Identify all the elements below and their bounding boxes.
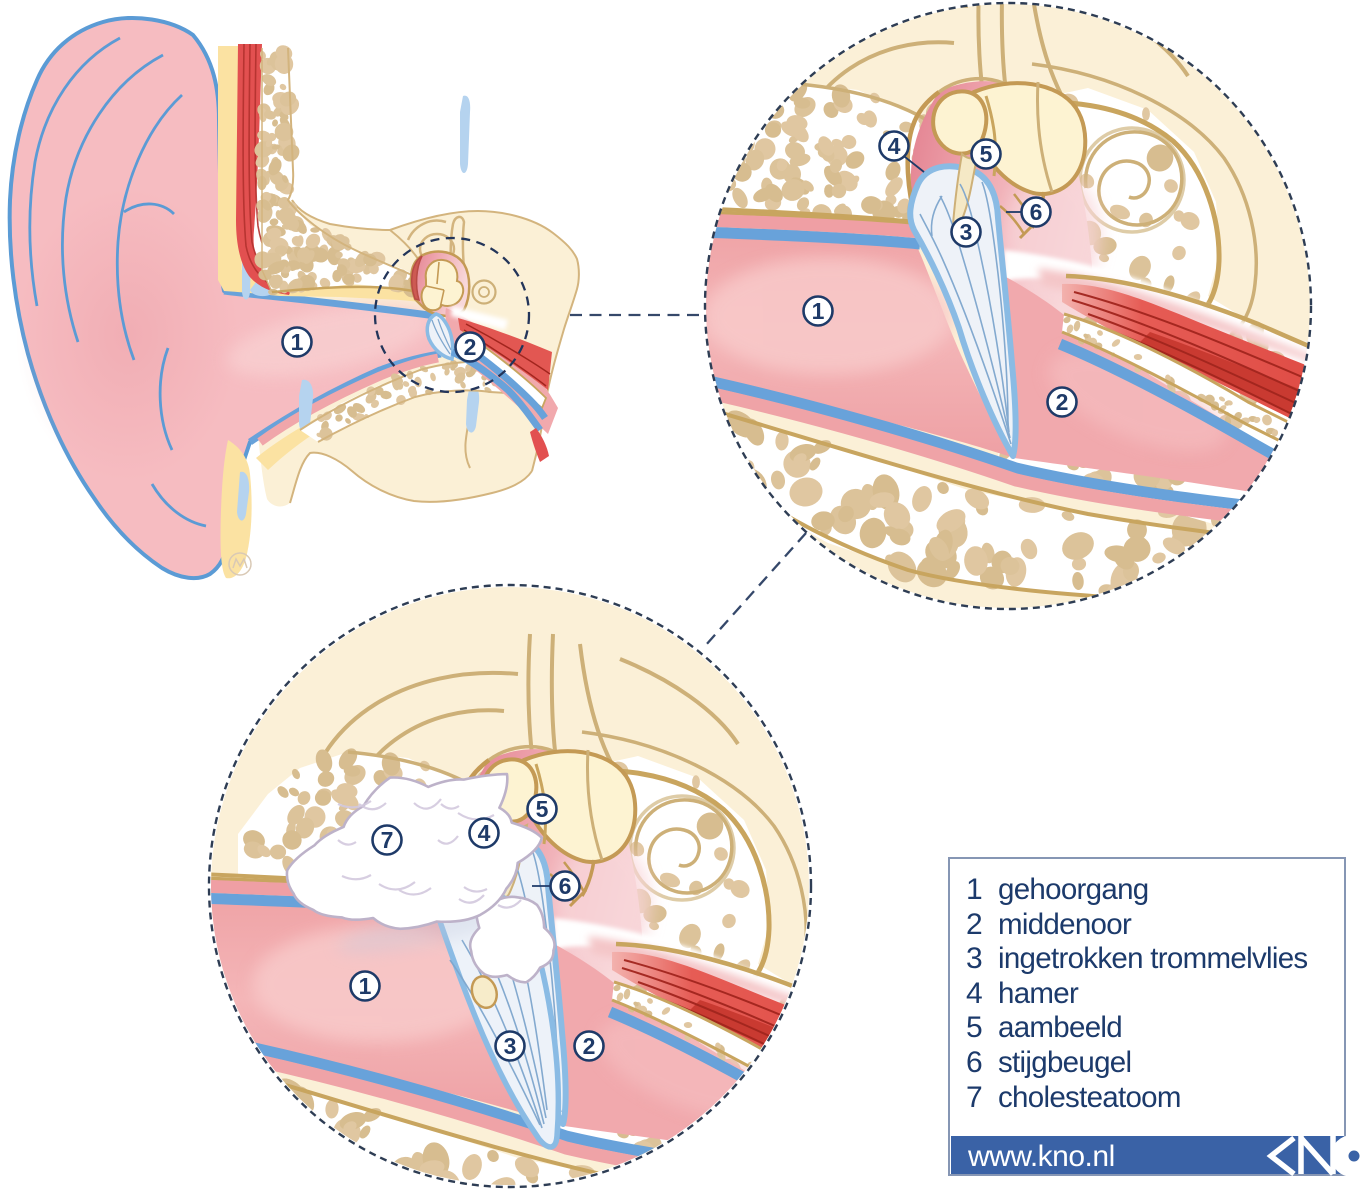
svg-text:3: 3 bbox=[504, 1033, 517, 1059]
svg-text:2: 2 bbox=[966, 908, 983, 941]
svg-text:1: 1 bbox=[966, 873, 983, 906]
svg-text:gehoorgang: gehoorgang bbox=[998, 873, 1148, 906]
svg-text:6: 6 bbox=[1030, 199, 1043, 225]
svg-text:ingetrokken trommelvlies: ingetrokken trommelvlies bbox=[998, 942, 1307, 975]
svg-text:2: 2 bbox=[464, 334, 477, 360]
svg-text:7: 7 bbox=[381, 827, 394, 853]
svg-text:7: 7 bbox=[966, 1081, 983, 1114]
svg-text:1: 1 bbox=[359, 973, 372, 999]
svg-text:3: 3 bbox=[966, 942, 983, 975]
svg-text:1: 1 bbox=[812, 298, 825, 324]
svg-text:4: 4 bbox=[966, 977, 983, 1010]
svg-text:5: 5 bbox=[966, 1011, 983, 1044]
svg-text:1: 1 bbox=[291, 329, 304, 355]
svg-text:4: 4 bbox=[888, 133, 901, 159]
svg-text:hamer: hamer bbox=[998, 977, 1079, 1010]
svg-text:2: 2 bbox=[583, 1033, 596, 1059]
svg-text:5: 5 bbox=[536, 796, 549, 822]
svg-text:6: 6 bbox=[966, 1046, 983, 1079]
svg-text:www.kno.nl: www.kno.nl bbox=[967, 1140, 1115, 1173]
svg-text:middenoor: middenoor bbox=[998, 908, 1132, 941]
svg-text:stijgbeugel: stijgbeugel bbox=[998, 1046, 1131, 1079]
svg-text:2: 2 bbox=[1056, 389, 1069, 415]
svg-text:6: 6 bbox=[559, 873, 572, 899]
svg-text:aambeeld: aambeeld bbox=[998, 1011, 1122, 1044]
svg-text:5: 5 bbox=[980, 141, 993, 167]
svg-text:4: 4 bbox=[478, 820, 491, 846]
svg-text:3: 3 bbox=[960, 219, 973, 245]
svg-text:cholesteatoom: cholesteatoom bbox=[998, 1081, 1181, 1114]
